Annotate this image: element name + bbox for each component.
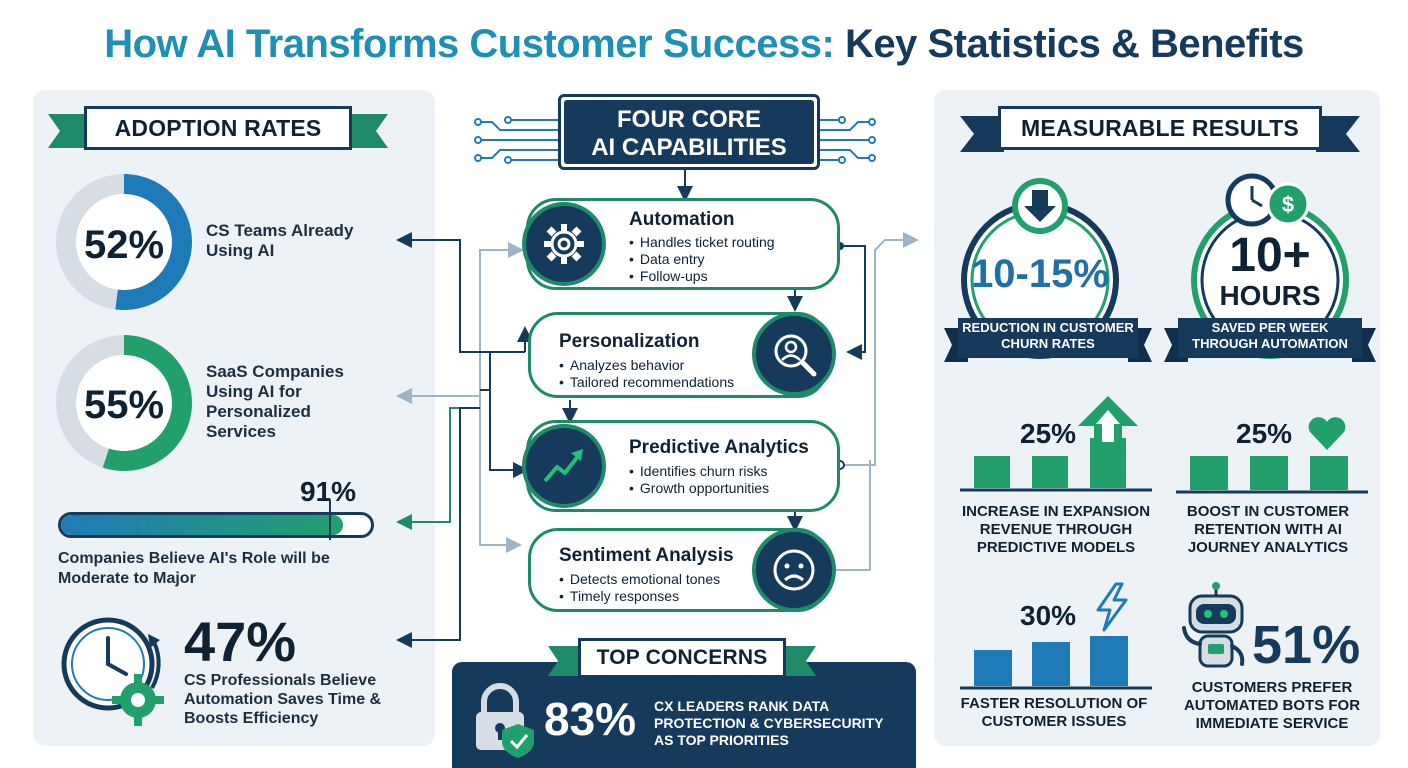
card-sentiment-item: Detects emotional tones (559, 571, 825, 588)
heart-icon (1308, 417, 1346, 450)
churn-label: REDUCTION IN CUSTOMER CHURN RATES (962, 320, 1134, 351)
card-personalization-list: Analyzes behavior Tailored recommendatio… (559, 357, 825, 391)
progress-fill-91 (61, 515, 344, 535)
card-personalization-title: Personalization (559, 331, 700, 352)
expansion-label: INCREASE IN EXPANSION REVENUE THROUGH PR… (961, 503, 1151, 556)
card-automation-item: Data entry (629, 251, 837, 268)
lock-shield-icon (476, 683, 534, 758)
card-sentiment-title: Sentiment Analysis (559, 545, 734, 566)
stat-52-value: 52% (83, 223, 165, 267)
ribbon-tails (48, 114, 388, 148)
bots-value: 51% (1252, 615, 1361, 675)
progress-marker-91 (329, 500, 331, 540)
concerns-heading: TOP CONCERNS (578, 638, 786, 678)
expansion-bars (960, 396, 1152, 492)
churn-ribbon-tails (944, 318, 1152, 362)
card-predictive-item: Identifies churn risks (629, 463, 837, 480)
results-ribbon-tails (960, 116, 1360, 152)
card-personalization-item: Tailored recommendations (559, 374, 825, 391)
hours-ribbon: SAVED PER WEEK THROUGH AUTOMATION (1164, 314, 1376, 364)
stat-55-value: 55% (83, 383, 165, 427)
user-search-glyph (774, 334, 817, 377)
card-automation-list: Handles ticket routing Data entry Follow… (629, 234, 837, 285)
card-sentiment-item: Timely responses (559, 588, 825, 605)
sad-face-icon (752, 528, 836, 612)
stat-47-value: 47% (184, 610, 297, 673)
concerns-ribbon: TOP CONCERNS (548, 638, 816, 680)
clock-gear-icon (61, 617, 164, 726)
svg-text:$: $ (1282, 192, 1294, 217)
progress-track-91 (58, 512, 374, 538)
donut-55 (56, 335, 192, 471)
title-part-1: How AI Transforms Customer Success: (104, 22, 835, 66)
core-heading-line-1: FOUR CORE (617, 106, 761, 133)
hours-ribbon-tails (1164, 318, 1376, 362)
expansion-value: 25% (1020, 418, 1077, 449)
hours-value: 10+ (1229, 229, 1311, 282)
donut-52 (56, 174, 192, 310)
retention-bars (1176, 456, 1368, 494)
stat-52-label: CS Teams Already Using AI (206, 221, 354, 260)
title-part-2: Key Statistics & Benefits (844, 22, 1304, 66)
concerns-label: CX LEADERS RANK DATA PROTECTION & CYBERS… (654, 698, 884, 748)
trend-up-glyph (543, 449, 583, 483)
resolution-bars (960, 636, 1152, 690)
resolution-label: FASTER RESOLUTION OF CUSTOMER ISSUES (960, 695, 1148, 730)
lightning-icon (1096, 582, 1128, 632)
stat-55-label: SaaS Companies Using AI for Personalized… (206, 362, 344, 441)
churn-ribbon: REDUCTION IN CUSTOMER CHURN RATES (944, 314, 1152, 364)
stat-91-value: 91% (300, 476, 357, 507)
adoption-heading: ADOPTION RATES (84, 106, 352, 150)
card-automation-item: Handles ticket routing (629, 234, 837, 251)
bots-label: CUSTOMERS PREFER AUTOMATED BOTS FOR IMME… (1183, 679, 1361, 732)
stat-47-label: CS Professionals Believe Automation Save… (184, 672, 382, 727)
results-ribbon: MEASURABLE RESULTS (960, 106, 1360, 156)
retention-label: BOOST IN CUSTOMER RETENTION WITH AI JOUR… (1186, 503, 1350, 556)
core-heading-inner: FOUR CORE AI CAPABILITIES (564, 100, 814, 164)
trend-up-icon (522, 424, 606, 508)
card-sentiment-list: Detects emotional tones Timely responses (559, 571, 825, 605)
core-heading-box: FOUR CORE AI CAPABILITIES (558, 94, 820, 170)
concerns-ribbon-tails (548, 646, 816, 676)
user-search-icon (752, 312, 836, 396)
churn-value: 10-15% (971, 252, 1109, 296)
retention-value: 25% (1236, 418, 1293, 449)
robot-icon (1182, 582, 1245, 668)
card-automation-title: Automation (629, 209, 735, 230)
card-predictive-item: Growth opportunities (629, 480, 837, 497)
concerns-value: 83% (544, 693, 637, 745)
hours-unit: HOURS (1219, 280, 1321, 311)
sad-face-glyph (773, 549, 815, 591)
card-automation-item: Follow-ups (629, 268, 837, 285)
results-heading: MEASURABLE RESULTS (998, 106, 1322, 150)
gear-glyph (544, 224, 584, 264)
card-personalization-item: Analyzes behavior (559, 357, 825, 374)
core-heading-line-2: AI CAPABILITIES (591, 134, 787, 161)
card-predictive-list: Identifies churn risks Growth opportunit… (629, 463, 837, 497)
resolution-value: 30% (1020, 600, 1077, 631)
hours-label: SAVED PER WEEK THROUGH AUTOMATION (1192, 320, 1348, 351)
stat-91-label: Companies Believe AI's Role will be Mode… (58, 550, 330, 587)
gear-icon (522, 202, 606, 286)
adoption-ribbon: ADOPTION RATES (48, 106, 388, 152)
card-predictive-title: Predictive Analytics (629, 437, 809, 458)
page-title: How AI Transforms Customer Success: Key … (0, 22, 1408, 67)
